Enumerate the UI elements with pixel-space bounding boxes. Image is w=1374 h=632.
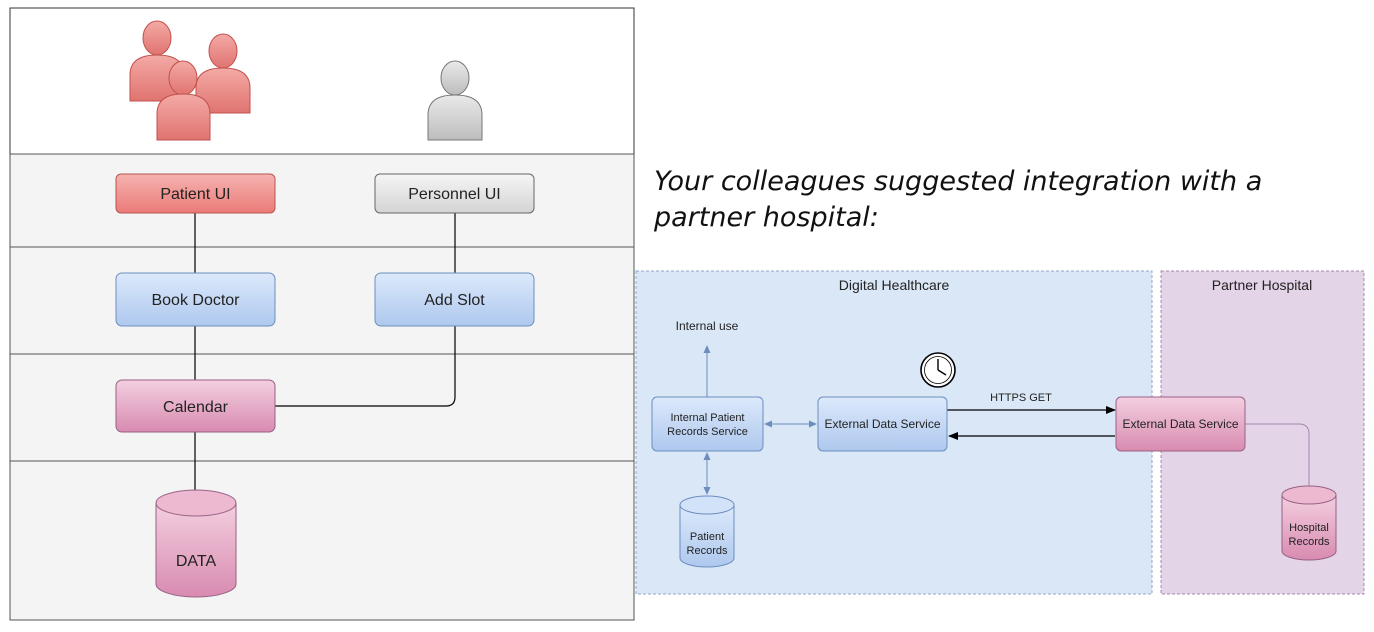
digital-healthcare-label: Digital Healthcare bbox=[839, 277, 950, 293]
internal-patient-records-service-box: Internal Patient Records Service bbox=[651, 396, 764, 452]
hospital-records-connector bbox=[1245, 423, 1310, 492]
https-get-label: HTTPS GET bbox=[990, 392, 1052, 404]
service-lane bbox=[9, 246, 635, 355]
left-connectors bbox=[194, 213, 456, 490]
clock-icon bbox=[920, 352, 956, 388]
add-slot-box: Add Slot bbox=[374, 272, 535, 327]
patient-records-label-1: Patient bbox=[690, 531, 724, 543]
right-integration-diagram: Digital Healthcare Partner Hospital Inte… bbox=[635, 270, 1365, 595]
internal-connectors bbox=[703, 345, 817, 495]
patient-records-label-2: Records bbox=[687, 545, 728, 557]
hospital-records-label-2: Records bbox=[1289, 536, 1330, 548]
external-data-service-right-label: External Data Service bbox=[1122, 417, 1238, 431]
actors-lane bbox=[9, 7, 635, 155]
data-lane bbox=[9, 460, 635, 621]
hospital-records-database-icon: Hospital Records bbox=[1281, 485, 1337, 561]
personnel-user-icon bbox=[427, 60, 483, 141]
patient-ui-label: Patient UI bbox=[160, 186, 230, 203]
calendar-label: Calendar bbox=[163, 399, 229, 416]
external-data-service-right-box: External Data Service bbox=[1115, 396, 1246, 452]
patients-group-icon bbox=[129, 20, 251, 141]
https-connectors bbox=[947, 406, 1116, 440]
calendar-lane bbox=[9, 353, 635, 462]
personnel-ui-label: Personnel UI bbox=[408, 186, 501, 203]
book-doctor-box: Book Doctor bbox=[115, 272, 276, 327]
internal-patient-records-label-1: Internal Patient bbox=[671, 412, 745, 424]
internal-patient-records-label-2: Records Service bbox=[667, 426, 748, 438]
add-slot-label: Add Slot bbox=[424, 292, 485, 309]
ui-lane bbox=[9, 153, 635, 248]
book-doctor-label: Book Doctor bbox=[151, 292, 240, 309]
personnel-ui-box: Personnel UI bbox=[374, 173, 535, 214]
calendar-box: Calendar bbox=[115, 379, 276, 433]
database-icon: DATA bbox=[155, 489, 237, 598]
integration-caption: Your colleagues suggested integration wi… bbox=[654, 166, 1263, 233]
patient-records-database-icon: Patient Records bbox=[679, 495, 735, 568]
left-architecture-diagram: Patient UI Personnel UI Book Doctor Add … bbox=[9, 7, 635, 621]
external-data-service-left-label: External Data Service bbox=[824, 417, 940, 431]
data-label: DATA bbox=[176, 553, 217, 570]
partner-hospital-label: Partner Hospital bbox=[1212, 277, 1312, 293]
external-data-service-left-box: External Data Service bbox=[817, 396, 948, 452]
hospital-records-label-1: Hospital bbox=[1289, 522, 1329, 534]
patient-ui-box: Patient UI bbox=[115, 173, 276, 214]
internal-use-label: Internal use bbox=[676, 319, 739, 333]
